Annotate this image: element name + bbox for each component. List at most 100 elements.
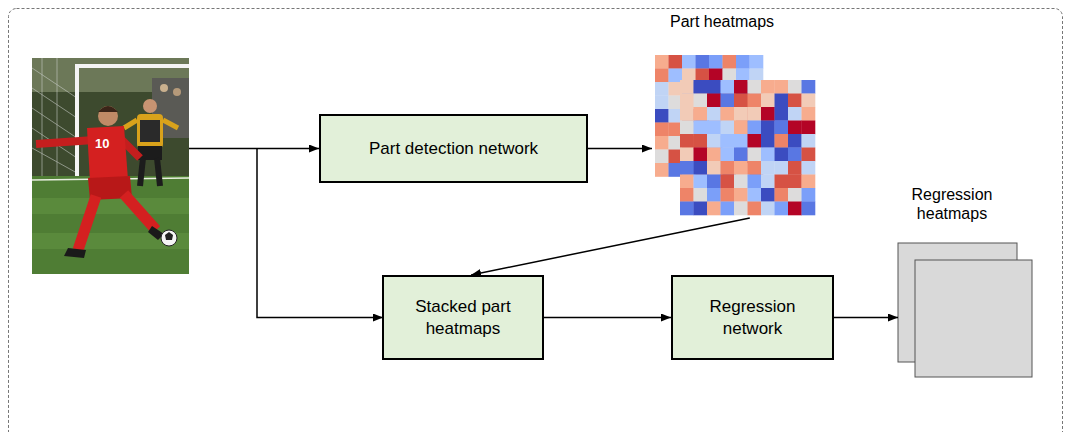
- heatmap-cell: [788, 188, 802, 202]
- heatmap-cell: [761, 188, 775, 202]
- heatmap-cell: [802, 94, 816, 108]
- process-box: Part detection network: [319, 114, 588, 183]
- heatmap-cell: [802, 107, 816, 121]
- heatmap-cell: [748, 94, 762, 108]
- heatmap-cell: [748, 121, 762, 135]
- heatmap-cell: [736, 55, 750, 69]
- heatmap-cell: [680, 121, 694, 135]
- heatmap-cell: [655, 55, 669, 69]
- heatmap-cell: [775, 121, 789, 135]
- box-label: Part detection network: [369, 138, 538, 159]
- heatmap-cell: [680, 80, 694, 94]
- heatmap-cell: [761, 94, 775, 108]
- heatmap-cell: [775, 175, 789, 189]
- heatmap-cell: [748, 188, 762, 202]
- heatmap-cell: [748, 175, 762, 189]
- heatmap-cell: [788, 134, 802, 148]
- heatmap-cell: [721, 175, 735, 189]
- heatmap-cell: [748, 161, 762, 175]
- heatmap-cell: [761, 134, 775, 148]
- heatmap-cell: [655, 163, 669, 177]
- heatmap-cell: [788, 148, 802, 162]
- jersey-number: 10: [95, 136, 109, 151]
- heatmap-cell: [775, 148, 789, 162]
- heatmap-cell: [802, 148, 816, 162]
- heatmap-cell: [761, 121, 775, 135]
- heatmap-cell: [734, 121, 748, 135]
- dashed-frame: [9, 9, 1063, 432]
- heatmap-cell: [734, 80, 748, 94]
- heatmap-cell: [680, 134, 694, 148]
- flow-arrow: [834, 317, 898, 319]
- heatmap-cell: [694, 80, 708, 94]
- heatmap-cell: [775, 202, 789, 216]
- heatmap-cell: [694, 134, 708, 148]
- heatmap-cell: [655, 109, 669, 123]
- heatmap-cell: [748, 80, 762, 94]
- heatmap-cell: [775, 188, 789, 202]
- heatmap-cell: [734, 94, 748, 108]
- heatmap-cell: [694, 188, 708, 202]
- heatmap-cell: [761, 148, 775, 162]
- heatmap-cell: [680, 202, 694, 216]
- box-label: Stacked part heatmaps: [396, 296, 530, 339]
- heatmap-cell: [750, 55, 764, 69]
- process-box: Regression network: [671, 275, 834, 360]
- heatmap-cell: [788, 202, 802, 216]
- heatmap-cell: [680, 161, 694, 175]
- heatmap-cell: [761, 107, 775, 121]
- heatmap-cell: [788, 80, 802, 94]
- heatmap-cell: [802, 161, 816, 175]
- heatmap-cell: [788, 161, 802, 175]
- heatmap-cell: [707, 188, 721, 202]
- heatmap-cell: [775, 94, 789, 108]
- heatmap-cell: [734, 175, 748, 189]
- heatmap-cell: [788, 121, 802, 135]
- heatmap-cell: [707, 121, 721, 135]
- heatmap-cell: [802, 134, 816, 148]
- heatmap-cell: [734, 161, 748, 175]
- heatmap-cell: [696, 55, 710, 69]
- heatmap-cell: [802, 121, 816, 135]
- heatmap-cell: [721, 161, 735, 175]
- heatmap-cell: [788, 94, 802, 108]
- process-box: Stacked part heatmaps: [382, 275, 544, 360]
- heatmap-cell: [802, 188, 816, 202]
- heatmap-cell: [680, 94, 694, 108]
- heatmap-cell: [655, 150, 669, 164]
- heatmap-cell: [694, 175, 708, 189]
- heatmap-cell: [655, 96, 669, 110]
- heatmap-cell: [748, 134, 762, 148]
- soccer-photo: [32, 58, 189, 274]
- heatmap-cell: [734, 107, 748, 121]
- heatmap-cell: [680, 175, 694, 189]
- heatmap-cell: [721, 148, 735, 162]
- heatmap-cell: [788, 175, 802, 189]
- heatmap-cell: [788, 107, 802, 121]
- heatmap-cell: [680, 107, 694, 121]
- figure-heading: Part heatmaps: [670, 12, 815, 31]
- heatmap-cell: [802, 202, 816, 216]
- heatmap-cell: [655, 123, 669, 137]
- heatmap-cell: [707, 148, 721, 162]
- heatmap-cell: [707, 175, 721, 189]
- heatmap-figure: Regression heatmaps: [898, 185, 1034, 380]
- heatmap-cell: [655, 82, 669, 96]
- heatmap-cell: [680, 188, 694, 202]
- heatmap-cell: [721, 107, 735, 121]
- input-arrow: [189, 148, 319, 150]
- heatmap-cell: [707, 134, 721, 148]
- flow-arrow: [544, 317, 671, 319]
- heatmap-figure: Part heatmaps: [652, 10, 815, 218]
- heatmap-cell: [694, 148, 708, 162]
- heatmap-cell: [707, 80, 721, 94]
- heatmap-cell: [655, 69, 669, 83]
- heatmap-cell: [707, 161, 721, 175]
- heatmap-cell: [748, 148, 762, 162]
- heatmap-cell: [669, 55, 683, 69]
- heatmap-cell: [761, 80, 775, 94]
- heatmap-cell: [694, 121, 708, 135]
- heatmap-cell: [802, 80, 816, 94]
